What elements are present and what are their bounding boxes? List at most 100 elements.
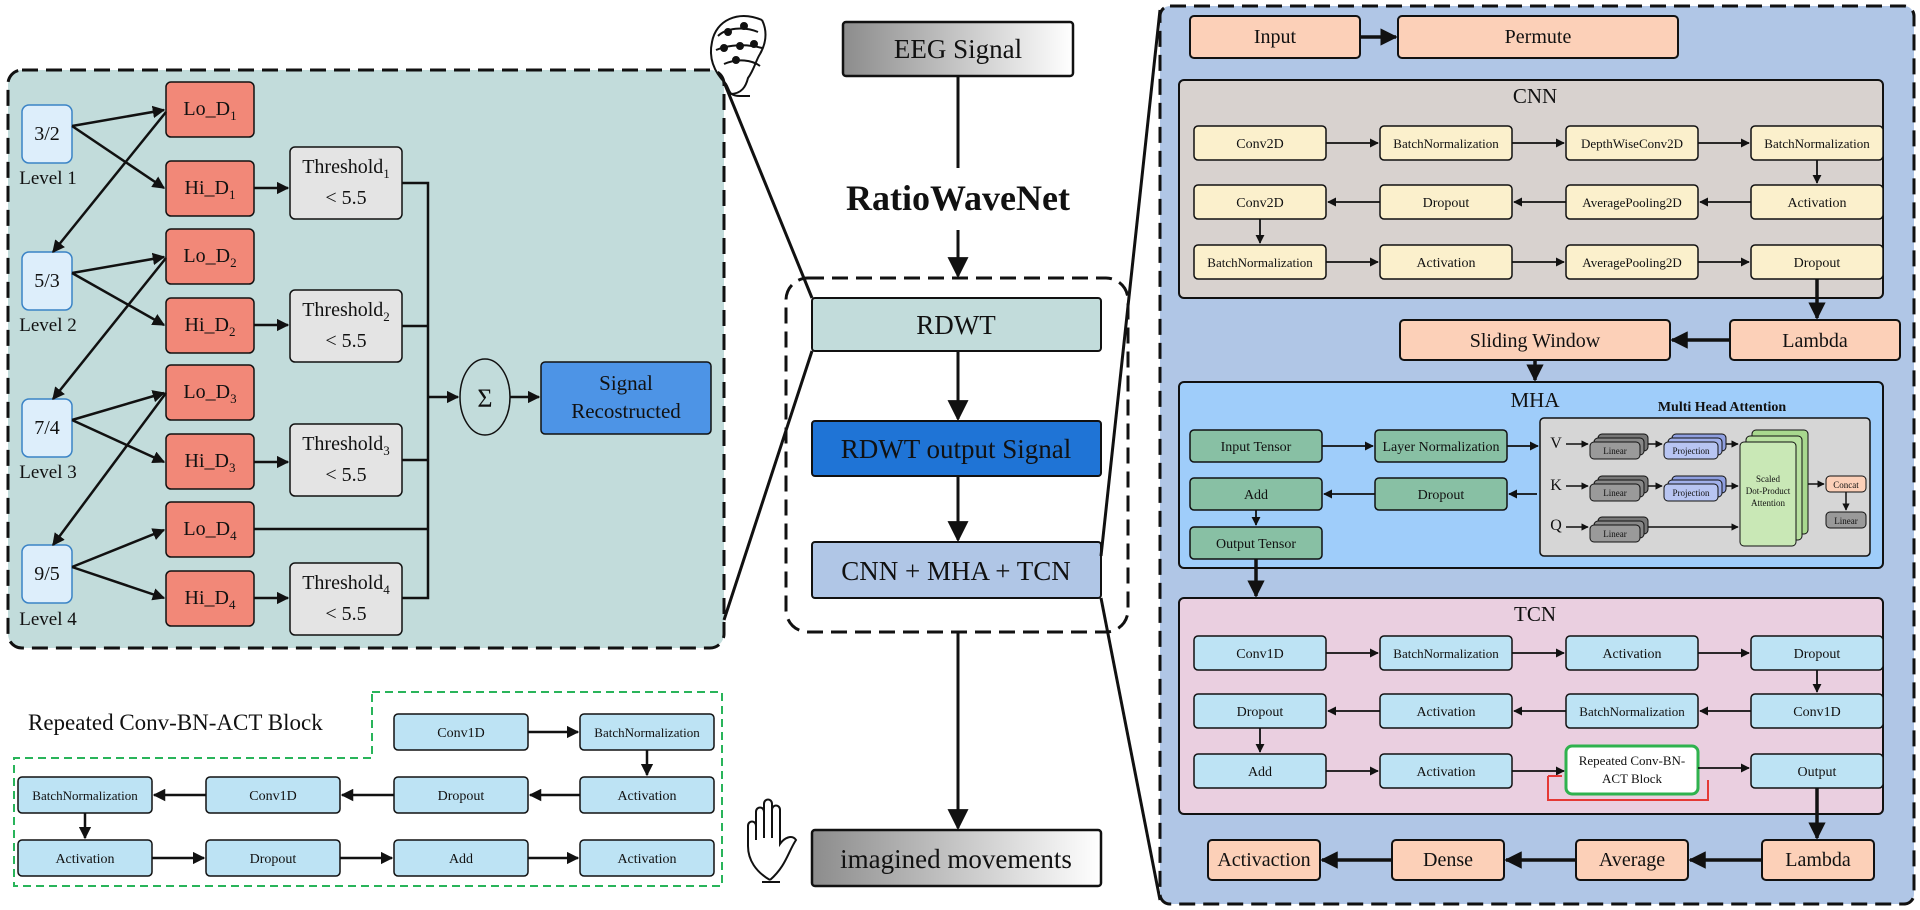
svg-text:Sliding Window: Sliding Window xyxy=(1470,330,1601,352)
svg-text:Linear: Linear xyxy=(1603,446,1626,456)
ratio-box xyxy=(21,104,73,164)
ratio-label: 3/2 xyxy=(34,123,60,145)
rdwt-output-label: RDWT output Signal xyxy=(841,434,1072,464)
svg-text:AveragePooling2D: AveragePooling2D xyxy=(1582,255,1681,270)
ratio-box xyxy=(21,398,73,458)
svg-text:Activation: Activation xyxy=(1416,256,1475,271)
rdwt-connectors xyxy=(51,105,541,605)
k-label: K xyxy=(1550,477,1562,494)
rb-activation-3 xyxy=(579,839,715,877)
svg-text:Dropout: Dropout xyxy=(1237,705,1284,720)
model-panel: Input Permute CNN Conv2D BatchNormalizat… xyxy=(1158,4,1916,906)
hi-d2: Hi_D2 xyxy=(165,297,255,354)
svg-text:Lo_D2: Lo_D2 xyxy=(183,245,236,270)
svg-text:< 5.5: < 5.5 xyxy=(325,603,366,625)
tcn-title: TCN xyxy=(1514,602,1556,626)
repeated-block-border xyxy=(13,691,723,887)
svg-text:Hi_D1: Hi_D1 xyxy=(185,177,236,202)
svg-text:Repeated Conv-BN-: Repeated Conv-BN- xyxy=(1579,753,1686,768)
svg-text:Linear: Linear xyxy=(1603,488,1626,498)
tcn-arrows xyxy=(1255,648,1822,776)
svg-text:Threshold3: Threshold3 xyxy=(302,433,390,458)
ratio-label: 5/3 xyxy=(34,270,60,292)
q-label: Q xyxy=(1550,517,1562,534)
svg-text:BatchNormalization: BatchNormalization xyxy=(1393,646,1499,661)
svg-text:Add: Add xyxy=(1244,488,1268,503)
cnn-blocks: Conv2D BatchNormalization DepthWiseConv2… xyxy=(1193,125,1884,280)
zoom-line-bottom xyxy=(722,350,814,621)
svg-text:Activation: Activation xyxy=(617,852,676,867)
svg-text:BatchNormalization: BatchNormalization xyxy=(32,788,138,803)
svg-text:Projection: Projection xyxy=(1673,488,1710,498)
svg-text:Dropout: Dropout xyxy=(1423,196,1470,211)
output-row: Activaction Dense Average Lambda xyxy=(1207,839,1875,881)
svg-text:Threshold1: Threshold1 xyxy=(302,156,390,181)
svg-text:Lo_D3: Lo_D3 xyxy=(183,381,236,406)
svg-text:Activation: Activation xyxy=(55,852,114,867)
ratio-level-2: 5/3 Level 2 xyxy=(19,251,77,336)
svg-text:Dropout: Dropout xyxy=(1794,256,1841,271)
sum-symbol: Σ xyxy=(477,384,492,413)
ratio-level-1: 3/2 Level 1 xyxy=(19,104,77,189)
svg-text:Output: Output xyxy=(1798,765,1837,780)
svg-text:BatchNormalization: BatchNormalization xyxy=(1579,704,1685,719)
mha-left-blocks: Input Tensor Layer Normalization Add Dro… xyxy=(1189,429,1508,560)
svg-text:Scaled: Scaled xyxy=(1756,474,1780,484)
level-label: Level 2 xyxy=(19,315,77,336)
svg-text:Conv1D: Conv1D xyxy=(1236,647,1283,662)
lo-d2: Lo_D2 xyxy=(165,228,255,285)
multi-head-attention-title: Multi Head Attention xyxy=(1658,400,1787,415)
svg-text:Conv2D: Conv2D xyxy=(1236,137,1283,152)
hi-d1: Hi_D1 xyxy=(165,160,255,217)
cnn-mha-tcn-label: CNN + MHA + TCN xyxy=(841,556,1071,586)
svg-text:Dropout: Dropout xyxy=(250,852,297,867)
threshold-3: Threshold3 < 5.5 xyxy=(289,423,403,497)
imagined-movements-label: imagined movements xyxy=(840,844,1072,874)
threshold-4: Threshold4 < 5.5 xyxy=(289,562,403,636)
svg-text:Add: Add xyxy=(449,852,473,867)
svg-text:Hi_D2: Hi_D2 xyxy=(185,314,236,339)
svg-text:Conv1D: Conv1D xyxy=(249,789,296,804)
svg-text:Lambda: Lambda xyxy=(1785,849,1851,871)
svg-text:Conv2D: Conv2D xyxy=(1236,196,1283,211)
svg-text:BatchNormalization: BatchNormalization xyxy=(1393,136,1499,151)
svg-text:< 5.5: < 5.5 xyxy=(325,464,366,486)
ratio-level-4: 9/5 Level 4 xyxy=(19,544,77,630)
svg-text:Average: Average xyxy=(1599,849,1665,871)
threshold-2: Threshold2 < 5.5 xyxy=(289,289,403,363)
level-label: Level 1 xyxy=(19,168,77,189)
svg-text:< 5.5: < 5.5 xyxy=(325,330,366,352)
svg-text:BatchNormalization: BatchNormalization xyxy=(1764,136,1870,151)
center-column: EEG Signal RatioWaveNet RDWT RDWT output… xyxy=(710,9,1162,901)
ratio-label: 7/4 xyxy=(34,417,60,439)
svg-text:Threshold4: Threshold4 xyxy=(302,572,390,597)
repeated-block-arrows xyxy=(78,725,654,865)
svg-text:Input Tensor: Input Tensor xyxy=(1221,440,1292,455)
svg-text:Threshold2: Threshold2 xyxy=(302,299,390,324)
mha-projections: Projection Projection xyxy=(1663,433,1727,502)
hi-d4: Hi_D4 xyxy=(165,570,255,627)
model-title: RatioWaveNet xyxy=(846,178,1070,218)
svg-text:Lambda: Lambda xyxy=(1782,330,1848,352)
cnn-title: CNN xyxy=(1513,84,1557,108)
cnn-arrows xyxy=(1255,138,1822,267)
final-linear-box xyxy=(1825,511,1867,529)
svg-text:Activation: Activation xyxy=(1787,196,1846,211)
svg-text:< 5.5: < 5.5 xyxy=(325,187,366,209)
repeated-block-panel: Repeated Conv-BN-ACT Block Conv1D BatchN… xyxy=(13,691,723,887)
eeg-head-icon xyxy=(710,15,767,97)
svg-text:Linear: Linear xyxy=(1603,529,1626,539)
svg-text:Dropout: Dropout xyxy=(438,789,485,804)
svg-text:BatchNormalization: BatchNormalization xyxy=(1207,255,1313,270)
sum-node xyxy=(459,358,511,436)
svg-text:Attention: Attention xyxy=(1751,498,1785,508)
svg-text:AveragePooling2D: AveragePooling2D xyxy=(1582,195,1681,210)
svg-text:Dropout: Dropout xyxy=(1418,488,1465,503)
lo-d1: Lo_D1 xyxy=(165,81,255,138)
signal-reconstructed: Signal Recostructed xyxy=(540,361,712,435)
svg-text:Hi_D3: Hi_D3 xyxy=(185,450,236,475)
svg-text:ACT Block: ACT Block xyxy=(1602,771,1663,786)
svg-text:Activation: Activation xyxy=(1416,765,1475,780)
ratio-box xyxy=(21,544,73,604)
